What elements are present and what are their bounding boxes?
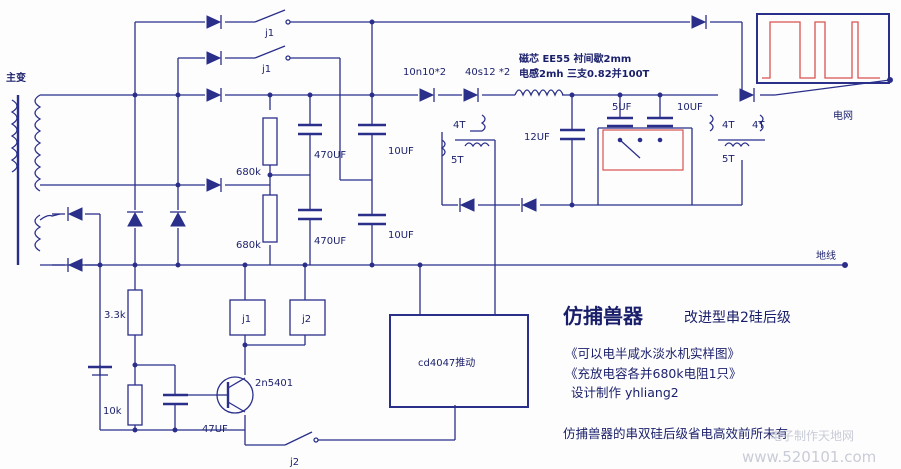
j1-second-label: j1 [261, 64, 271, 75]
watermark-cn: 电子制作天地网 [770, 429, 854, 443]
t-4t-left-label: 4T [453, 120, 466, 131]
note-line-2: 《充放电容各并680k电阻1只》 [565, 366, 742, 381]
c-10uf-a-label: 10UF [388, 146, 414, 157]
t-4t-right-b-label: 4T [752, 120, 765, 131]
waveform-display [756, 13, 890, 84]
main-transformer-label: 主变 [6, 71, 26, 84]
c-470uf-a-label: 470UF [314, 150, 346, 161]
transistor-label: 2n5401 [255, 378, 293, 389]
note-line-1: 《可以电半咸水淡水机实样图》 [565, 346, 740, 361]
c-470uf-b-label: 470UF [314, 236, 346, 247]
j1-top-label: j1 [264, 28, 274, 39]
subtitle: 改进型串2硅后级 [684, 310, 791, 326]
watermark-url: www.520101.com [742, 448, 876, 466]
diodes [67, 15, 755, 272]
relays [229, 299, 326, 336]
grid-label: 电网 [833, 109, 853, 122]
note-line-3: 设计制作 yhliang2 [571, 385, 679, 400]
inductor-spec-label: 电感2mh 三支0.82并100T [519, 67, 650, 80]
c-12uf-label: 12UF [524, 132, 550, 143]
r-680k-a-label: 680k [236, 167, 261, 178]
relay-j1-label: j1 [241, 314, 251, 325]
cd4047-box [389, 314, 529, 408]
wiring [39, 21, 891, 446]
title: 仿捕兽器 [563, 304, 644, 328]
ground-label: 地线 [816, 249, 836, 262]
r-680k-b-label: 680k [236, 240, 261, 251]
relay-j2-label: j2 [301, 314, 311, 325]
r-10k-label: 10k [103, 406, 122, 417]
junctions [97, 19, 893, 433]
inductor [514, 89, 564, 97]
diode-10n10-label: 10n10*2 [403, 67, 446, 78]
switch-transformers [440, 114, 765, 205]
c-10uf-b-label: 10UF [388, 230, 414, 241]
main-transformer [10, 94, 42, 265]
capacitor-selector [602, 129, 684, 171]
diode-40s12-label: 40s12 *2 [465, 67, 510, 78]
switches [254, 9, 319, 446]
t-5t-right-label: 5T [722, 154, 735, 165]
driver-label: cd4047推动 [418, 356, 475, 369]
t-4t-right-a-label: 4T [722, 120, 735, 131]
r-3-3k-label: 3.3k [104, 310, 126, 321]
c-47uf-label: 47UF [202, 424, 228, 435]
c-10uf-c-label: 10UF [677, 102, 703, 113]
transistor [216, 376, 254, 414]
footer-text: 仿捕兽器的串双硅后级省电高效前所未有 [563, 426, 788, 441]
c-5uf-label: 5UF [612, 102, 632, 113]
capacitors [88, 116, 673, 406]
switch-j2-label: j2 [289, 457, 299, 468]
core-spec-label: 磁芯 EE55 衬间歇2mm [519, 52, 631, 65]
t-5t-left-label: 5T [451, 155, 464, 166]
resistors [127, 117, 278, 426]
